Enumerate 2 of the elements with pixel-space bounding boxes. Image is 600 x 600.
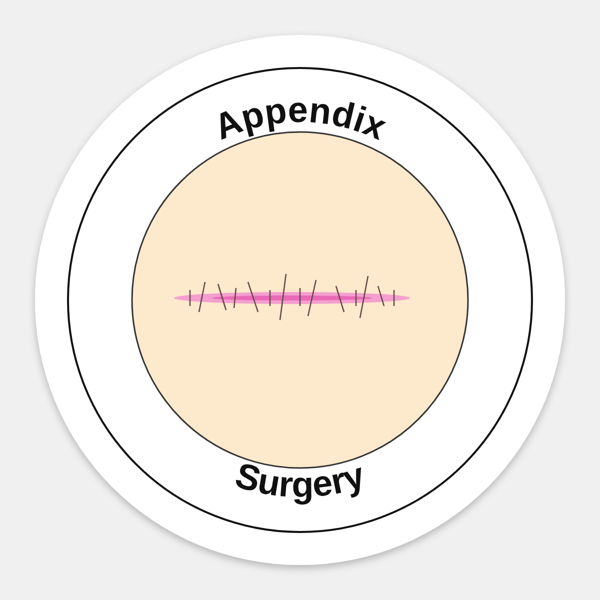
curved-title: Surgery [230,454,370,506]
curved-title: Appendix [208,88,392,148]
